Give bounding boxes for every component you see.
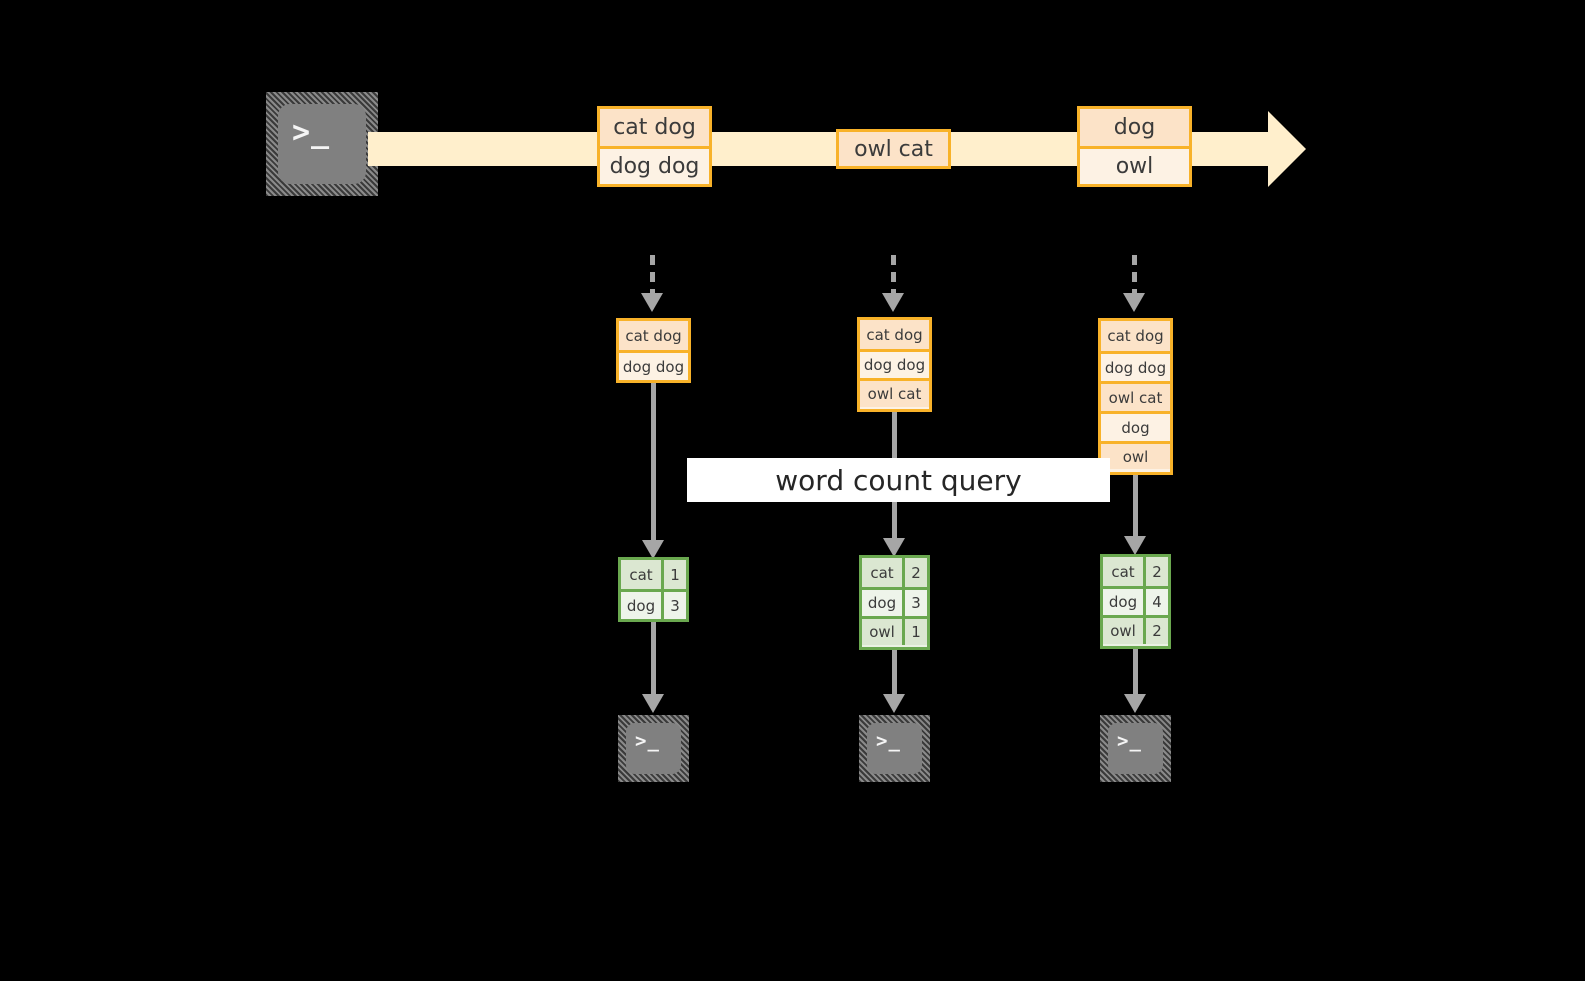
snapshot-row: cat dog	[619, 321, 688, 350]
snapshot-row: dog	[1101, 411, 1170, 441]
stream-record-row: dog dog	[600, 146, 709, 184]
result-row: dog 3	[621, 589, 686, 619]
stream-band-arrowhead	[1268, 111, 1306, 187]
terminal-body: >_	[867, 723, 922, 774]
result-row: dog 4	[1103, 586, 1168, 615]
snapshot-row: dog dog	[619, 350, 688, 380]
snapshot-box: cat dog dog dog owl cat dog owl	[1098, 318, 1173, 475]
snapshot-row: dog dog	[860, 349, 929, 378]
result-key-cell: dog	[1103, 589, 1144, 615]
query-connector	[1133, 475, 1138, 547]
result-to-sink-arrowhead	[883, 694, 905, 713]
query-connector-arrowhead	[883, 538, 905, 557]
result-value-cell: 2	[1143, 618, 1168, 644]
result-to-sink-arrowhead	[1124, 694, 1146, 713]
stream-record-group: cat dog dog dog	[597, 106, 712, 187]
stream-record-row: owl	[1080, 146, 1189, 184]
result-table: cat 2 dog 4 owl 2	[1100, 554, 1171, 649]
snapshot-row: dog dog	[1101, 351, 1170, 381]
result-key-cell: owl	[862, 619, 903, 645]
result-row: cat 2	[1103, 557, 1168, 586]
result-key-cell: owl	[1103, 618, 1144, 644]
snapshot-box: cat dog dog dog	[616, 318, 691, 383]
result-value-cell: 3	[902, 590, 927, 616]
stream-to-snapshot-arrowhead	[1123, 293, 1145, 312]
result-key-cell: dog	[862, 590, 903, 616]
result-row: owl 1	[862, 616, 927, 645]
terminal-prompt-glyph: >_	[635, 730, 660, 752]
result-row: owl 2	[1103, 615, 1168, 644]
stream-record-row: dog	[1080, 109, 1189, 146]
query-connector-arrowhead	[1124, 536, 1146, 555]
query-label-band: word count query	[687, 458, 1110, 502]
query-connector	[651, 383, 656, 550]
terminal-body: >_	[626, 723, 681, 774]
snapshot-box: cat dog dog dog owl cat	[857, 317, 932, 412]
result-key-cell: cat	[621, 560, 662, 589]
result-key-cell: cat	[862, 558, 903, 587]
stream-to-snapshot-connector	[1132, 255, 1137, 295]
result-to-sink-connector	[1133, 649, 1138, 696]
result-value-cell: 3	[661, 592, 686, 619]
stream-to-snapshot-arrowhead	[641, 293, 663, 312]
result-key-cell: cat	[1103, 557, 1144, 586]
result-value-cell: 2	[902, 558, 927, 587]
result-row: dog 3	[862, 587, 927, 616]
snapshot-row: cat dog	[860, 320, 929, 349]
stream-to-snapshot-connector	[891, 255, 896, 295]
sink-terminal-icon: >_	[1100, 715, 1171, 782]
snapshot-row: owl	[1101, 441, 1170, 469]
result-value-cell: 1	[902, 619, 927, 645]
result-row: cat 2	[862, 558, 927, 587]
stream-to-snapshot-arrowhead	[882, 293, 904, 312]
result-table: cat 2 dog 3 owl 1	[859, 555, 930, 650]
stream-to-snapshot-connector	[650, 255, 655, 295]
terminal-prompt-glyph: >_	[876, 730, 901, 752]
sink-terminal-icon: >_	[859, 715, 930, 782]
terminal-body: >_	[1108, 723, 1163, 774]
stream-record-group: dog owl	[1077, 106, 1192, 187]
terminal-body: >_	[278, 104, 366, 184]
result-key-cell: dog	[621, 592, 662, 619]
snapshot-row: cat dog	[1101, 321, 1170, 351]
result-to-sink-connector	[651, 622, 656, 696]
stream-record-row: owl cat	[839, 132, 948, 166]
terminal-prompt-glyph: >_	[1117, 730, 1142, 752]
stream-record-row: cat dog	[600, 109, 709, 146]
result-to-sink-arrowhead	[642, 694, 664, 713]
snapshot-row: owl cat	[860, 378, 929, 407]
result-value-cell: 2	[1143, 557, 1168, 586]
source-terminal-icon: >_	[266, 92, 378, 196]
stream-record-group: owl cat	[836, 129, 951, 169]
result-to-sink-connector	[892, 650, 897, 696]
query-connector-arrowhead	[642, 540, 664, 559]
terminal-prompt-glyph: >_	[292, 115, 331, 150]
result-row: cat 1	[621, 560, 686, 589]
result-value-cell: 4	[1143, 589, 1168, 615]
result-table: cat 1 dog 3	[618, 557, 689, 622]
sink-terminal-icon: >_	[618, 715, 689, 782]
result-value-cell: 1	[661, 560, 686, 589]
snapshot-row: owl cat	[1101, 381, 1170, 411]
